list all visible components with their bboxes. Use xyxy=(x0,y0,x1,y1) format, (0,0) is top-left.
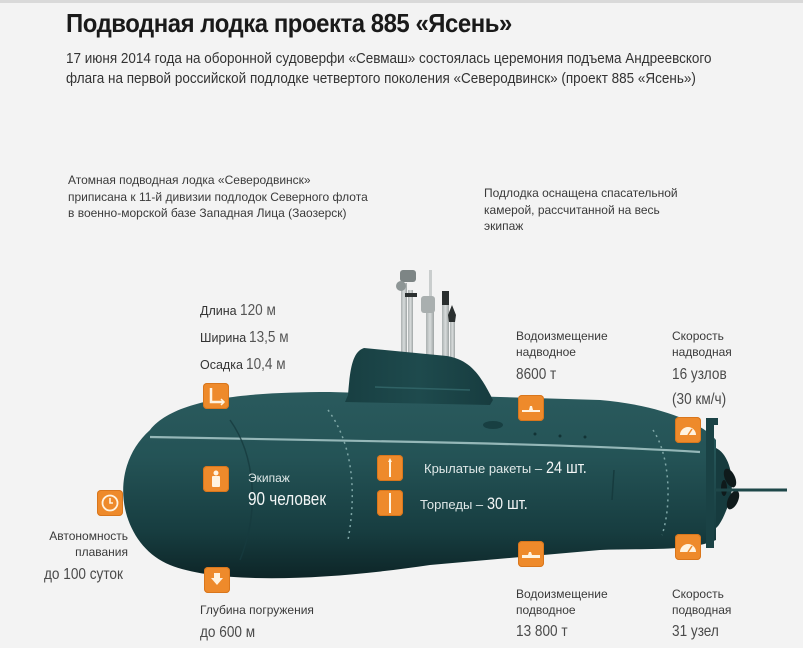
missiles-value: 24 шт. xyxy=(545,458,587,477)
crew-label: Экипаж xyxy=(248,471,290,485)
surface-speed-label-1: Скорость xyxy=(672,329,724,343)
depth-value: до 600 м xyxy=(200,624,256,641)
surface-displacement-label-2: надводное xyxy=(516,345,576,359)
surface-displacement-label-1: Водоизмещение xyxy=(516,329,608,343)
surface-speed-kmh: (30 км/ч) xyxy=(672,391,727,408)
sail xyxy=(345,348,493,405)
surfaced-sub-icon xyxy=(518,395,544,421)
note-base-assignment: Атомная подводная лодка «Северодвинск» п… xyxy=(68,173,368,220)
submerged-sub-icon xyxy=(518,541,544,567)
dimension-label: Ширина xyxy=(200,331,247,345)
dive-arrow-icon xyxy=(204,567,230,593)
torpedoes-label: Торпеды – xyxy=(420,497,487,512)
torpedo-icon xyxy=(377,490,403,516)
missiles-row: Крылатые ракеты – 24 шт. xyxy=(424,458,594,477)
ruler-corner-icon xyxy=(203,383,229,409)
autonomy-value: до 100 суток xyxy=(44,566,123,583)
crew-value: 90 человек xyxy=(248,489,327,509)
torpedoes-value: 30 шт. xyxy=(486,494,528,513)
submerged-speed-label-2: подводная xyxy=(672,603,732,617)
clock-icon xyxy=(97,490,123,516)
surface-speed-label-2: надводная xyxy=(672,345,732,359)
rudder xyxy=(706,418,718,548)
missile-icon xyxy=(377,455,403,481)
autonomy-label-2: плавания xyxy=(75,545,128,559)
dimension-label: Осадка xyxy=(200,358,243,372)
submerged-displacement-label-1: Водоизмещение xyxy=(516,587,608,601)
dimension-label: Длина xyxy=(200,304,237,318)
lead-paragraph: 17 июня 2014 года на оборонной судоверфи… xyxy=(66,51,712,87)
periscope-masts xyxy=(396,270,456,358)
surface-displacement-value: 8600 т xyxy=(516,366,557,383)
depth-label: Глубина погружения xyxy=(200,603,314,617)
torpedoes-row: Торпеды – 30 шт. xyxy=(420,494,535,513)
surface-speed-value: 16 узлов xyxy=(672,366,727,383)
dimension-value: 120 м xyxy=(239,302,276,319)
submerged-speed-value: 31 узел xyxy=(672,623,719,640)
submerged-displacement-value: 13 800 т xyxy=(516,623,568,640)
propeller xyxy=(721,468,740,510)
top-border xyxy=(0,0,803,3)
submerged-displacement-label-2: подводное xyxy=(516,603,576,617)
speedometer-icon xyxy=(675,534,701,560)
submerged-speed-label-1: Скорость xyxy=(672,587,724,601)
person-icon xyxy=(203,466,229,492)
missiles-label: Крылатые ракеты – xyxy=(424,461,546,476)
dimension-value: 10,4 м xyxy=(245,356,286,373)
note-rescue-chamber: Подлодка оснащена спасательной камерой, … xyxy=(484,186,678,233)
page-title: Подводная лодка проекта 885 «Ясень» xyxy=(66,8,512,38)
autonomy-label-1: Автономность xyxy=(49,529,128,543)
dimension-value: 13,5 м xyxy=(249,329,289,346)
speedometer-icon xyxy=(675,417,701,443)
